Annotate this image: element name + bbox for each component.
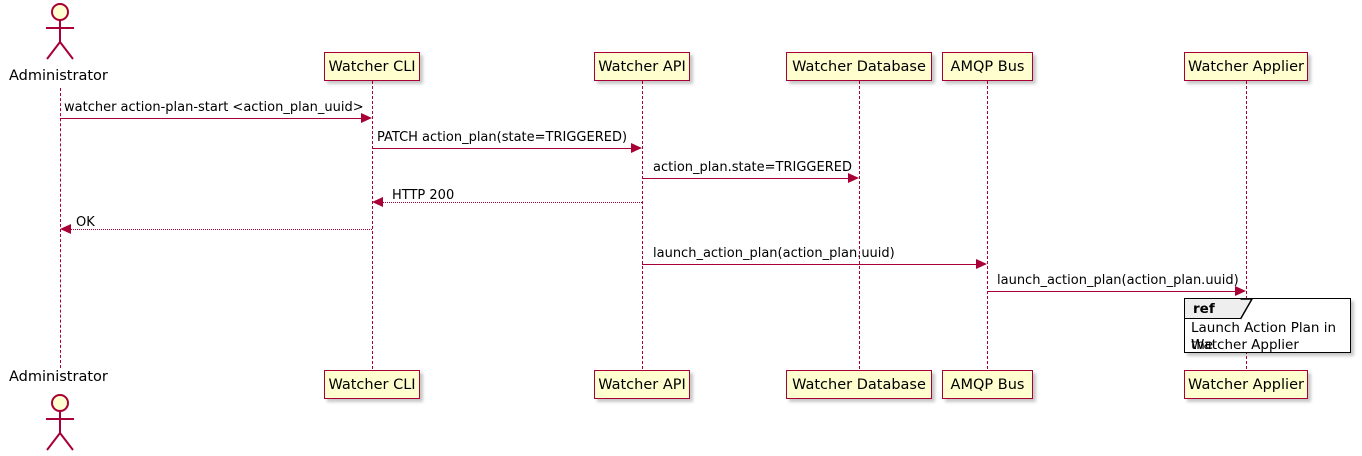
message-arrowhead-4 (372, 197, 383, 207)
message-label-4: HTTP 200 (392, 188, 455, 203)
participant-label-watcher-database-bottom: Watcher Database (792, 376, 926, 393)
ref-fragment-operator-label: ref (1193, 300, 1215, 317)
message-line-1 (60, 118, 362, 119)
participant-label-watcher-cli-bottom: Watcher CLI (328, 376, 416, 393)
message-label-7: launch_action_plan(action_plan.uuid) (997, 273, 1239, 288)
message-arrowhead-6 (976, 259, 987, 269)
message-arrowhead-7 (1235, 286, 1246, 296)
message-line-3 (642, 178, 849, 179)
message-line-5 (71, 229, 372, 230)
ref-fragment-tab-notch-outline (1239, 299, 1253, 320)
message-arrowhead-5 (60, 224, 71, 234)
actor-administrator-top (36, 2, 84, 62)
participant-label-amqp-bus-bottom: AMQP Bus (950, 376, 1025, 393)
ref-fragment-operator-tab: ref (1185, 299, 1241, 319)
participant-box-amqp-bus-top[interactable]: AMQP Bus (942, 52, 1033, 81)
participant-box-watcher-applier-bottom[interactable]: Watcher Applier (1184, 370, 1308, 399)
participant-label-watcher-applier-bottom: Watcher Applier (1188, 376, 1304, 393)
message-arrowhead-2 (631, 143, 642, 153)
lifeline-watcher-database (859, 81, 860, 369)
lifeline-watcher-api (642, 81, 643, 369)
participant-box-watcher-cli-bottom[interactable]: Watcher CLI (324, 370, 420, 399)
participant-box-watcher-database-top[interactable]: Watcher Database (786, 52, 932, 81)
message-label-5: OK (76, 215, 95, 230)
message-line-2 (372, 148, 632, 149)
participant-label-watcher-api-top: Watcher API (598, 58, 686, 75)
actor-stick-figure-icon (46, 3, 74, 60)
actor-label-administrator-top: Administrator (9, 68, 108, 84)
message-arrowhead-3 (848, 173, 859, 183)
lifeline-watcher-applier (1246, 81, 1247, 369)
participant-box-watcher-applier-top[interactable]: Watcher Applier (1184, 52, 1308, 81)
participant-box-watcher-cli-top[interactable]: Watcher CLI (324, 52, 420, 81)
participant-label-watcher-cli-top: Watcher CLI (328, 58, 416, 75)
actor-stick-figure-icon (46, 394, 74, 451)
lifeline-amqp-bus (987, 81, 988, 369)
lifeline-watcher-cli (372, 81, 373, 369)
message-label-1: watcher action-plan-start <action_plan_u… (64, 100, 364, 115)
ref-fragment-body-line-2: Watcher Applier (1191, 337, 1299, 353)
participant-label-watcher-api-bottom: Watcher API (598, 376, 686, 393)
participant-box-watcher-api-top[interactable]: Watcher API (594, 52, 690, 81)
actor-label-administrator-bottom: Administrator (9, 369, 108, 385)
participant-box-watcher-api-bottom[interactable]: Watcher API (594, 370, 690, 399)
participant-box-watcher-database-bottom[interactable]: Watcher Database (786, 370, 932, 399)
participant-label-amqp-bus-top: AMQP Bus (950, 58, 1025, 75)
message-arrowhead-1 (361, 113, 372, 123)
actor-administrator-bottom (36, 393, 84, 453)
participant-label-watcher-applier-top: Watcher Applier (1188, 58, 1304, 75)
message-label-6: launch_action_plan(action_plan.uuid) (653, 246, 895, 261)
participant-label-watcher-database-top: Watcher Database (792, 58, 926, 75)
message-line-6 (642, 264, 977, 265)
ref-fragment-body-line-1: Launch Action Plan in the (1191, 320, 1337, 353)
participant-box-amqp-bus-bottom[interactable]: AMQP Bus (942, 370, 1033, 399)
ref-fragment-launch-action-plan: ref Launch Action Plan in the Watcher Ap… (1184, 298, 1351, 353)
message-label-2: PATCH action_plan(state=TRIGGERED) (377, 130, 628, 145)
message-label-3: action_plan.state=TRIGGERED (653, 160, 852, 175)
message-line-7 (987, 291, 1236, 292)
message-line-4 (383, 202, 642, 203)
